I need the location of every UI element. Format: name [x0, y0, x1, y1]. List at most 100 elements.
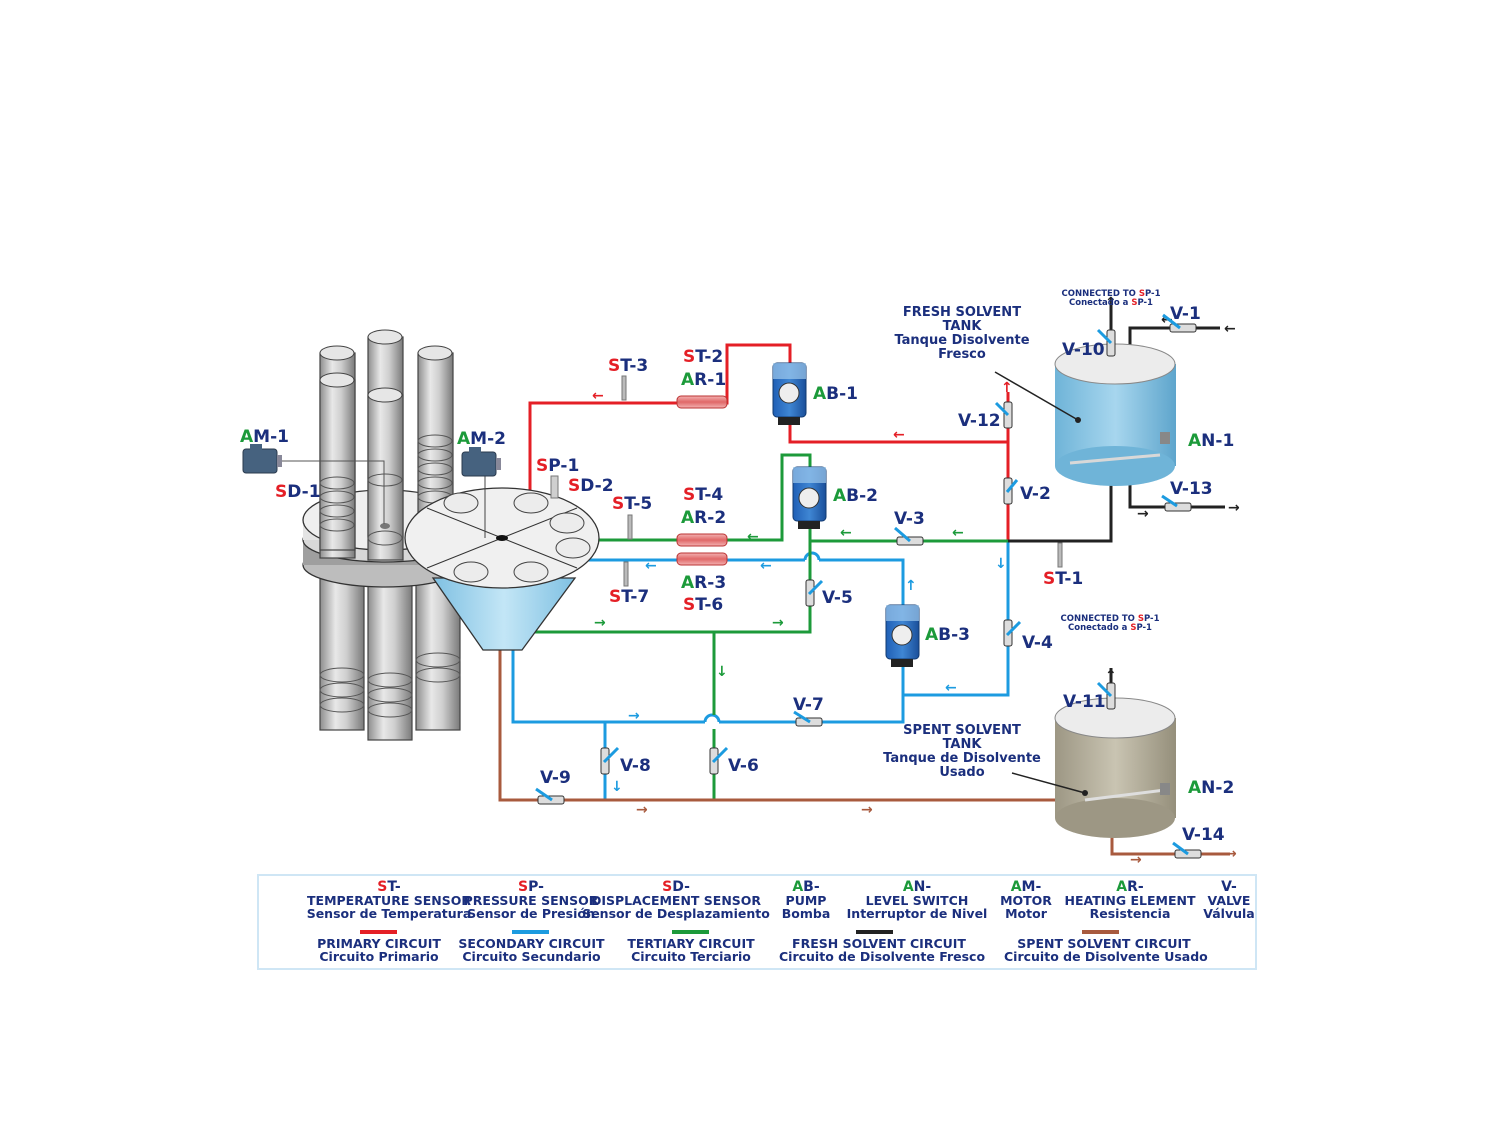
label-ar-3: AR-3 [681, 573, 726, 593]
legend-pump: AB- PUMP Bomba [781, 879, 831, 921]
spent-tank-title: SPENT SOLVENT TANK Tanque de Disolvente … [883, 723, 1041, 780]
motor-am-1 [242, 444, 282, 474]
pump-ab-1 [772, 362, 807, 425]
valve-v-13[interactable] [1161, 494, 1192, 512]
label-st-5: ST-5 [612, 494, 652, 514]
svg-text:CONNECTED TO SP-1: CONNECTED TO SP-1 [1061, 614, 1160, 624]
valve-v-9[interactable] [535, 787, 565, 805]
valve-v-1[interactable] [1162, 313, 1197, 333]
fresh-tank-title: FRESH SOLVENT TANK Tanque Disolvente Fre… [894, 305, 1029, 362]
label-v-1: V-1 [1170, 304, 1201, 324]
label-am-2: AM-2 [457, 429, 506, 449]
valve-v-5[interactable] [805, 579, 824, 607]
label-v-2: V-2 [1020, 484, 1051, 504]
svg-text:TANK: TANK [943, 737, 983, 752]
label-st-6: ST-6 [683, 595, 723, 615]
svg-text:↓: ↓ [611, 779, 623, 795]
label-am-1: AM-1 [240, 427, 289, 447]
label-an-2: AN-2 [1188, 778, 1234, 798]
label-ab-3: AB-3 [925, 625, 970, 645]
flow-arrows: ← ← ↑ ← ← ← → → ↓ ← ← ↑ ↓ ← → ↓ → → → → … [592, 295, 1240, 868]
label-ar-1: AR-1 [681, 370, 726, 390]
label-sd-2: SD-2 [568, 476, 614, 496]
label-v-5: V-5 [822, 588, 853, 608]
legend-heating-element: AR- HEATING ELEMENT Resistencia [1064, 879, 1196, 921]
valve-v-2[interactable] [1003, 477, 1019, 505]
svg-text:Conectado a SP-1: Conectado a SP-1 [1069, 298, 1153, 308]
svg-text:↑: ↑ [1105, 668, 1117, 684]
valve-v-6[interactable] [709, 746, 729, 775]
spent-solvent-tank[interactable] [1011, 697, 1176, 838]
fresh-solvent-tank[interactable] [994, 343, 1176, 486]
label-v-13: V-13 [1170, 479, 1213, 499]
label-st-7: ST-7 [609, 587, 649, 607]
legend-primary-line [360, 930, 397, 934]
label-st-1: ST-1 [1043, 569, 1083, 589]
valve-v-3[interactable] [894, 526, 924, 546]
legend-secondary-line [512, 930, 549, 934]
valve-v-11[interactable] [1096, 681, 1116, 710]
svg-text:→: → [772, 615, 784, 631]
svg-text:Conectado a SP-1: Conectado a SP-1 [1068, 623, 1152, 633]
sensor-probes [550, 375, 1063, 587]
valve-v-8[interactable] [600, 746, 620, 775]
svg-text:←: ← [592, 388, 604, 404]
label-v-8: V-8 [620, 756, 651, 776]
label-ab-2: AB-2 [833, 486, 878, 506]
spent-tank-connected-note: CONNECTED TO SP-1 Conectado a SP-1 [1061, 614, 1160, 633]
heater-ar-3 [676, 552, 728, 566]
label-sp-1: SP-1 [536, 456, 579, 476]
valve-v-14[interactable] [1172, 841, 1202, 859]
label-st-2: ST-2 [683, 347, 723, 367]
svg-text:CONNECTED TO SP-1: CONNECTED TO SP-1 [1062, 289, 1161, 299]
legend-motor: AM- MOTOR Motor [1000, 879, 1052, 921]
legend-temperature-sensor: ST- TEMPERATURE SENSOR Sensor de Tempera… [306, 879, 472, 921]
svg-text:Fresco: Fresco [938, 347, 986, 362]
valve-v-10[interactable] [1096, 328, 1116, 357]
label-v-14: V-14 [1182, 825, 1225, 845]
label-st-4: ST-4 [683, 485, 723, 505]
valve-v-7[interactable] [793, 710, 823, 727]
extractor-vessel [404, 457, 600, 651]
svg-text:↑: ↑ [1001, 380, 1013, 396]
legend-pressure-sensor: SP- PRESSURE SENSOR Sensor de Presión [463, 879, 599, 921]
legend-valve: V- VALVE Válvula [1203, 879, 1255, 921]
svg-text:←: ← [952, 525, 964, 541]
label-v-3: V-3 [894, 509, 925, 529]
label-v-11: V-11 [1063, 692, 1106, 712]
legend-displacement-sensor: SD- DISPLACEMENT SENSOR Sensor de Despla… [582, 879, 770, 921]
valve-v-12[interactable] [994, 401, 1013, 429]
svg-text:←: ← [747, 529, 759, 545]
label-v-10: V-10 [1062, 340, 1105, 360]
svg-text:←: ← [1224, 321, 1236, 337]
label-v-9: V-9 [540, 768, 571, 788]
legend-fresh-line [856, 930, 893, 934]
svg-text:↑: ↑ [1105, 295, 1117, 311]
label-v-12: V-12 [958, 411, 1001, 431]
svg-text:↓: ↓ [995, 556, 1007, 572]
legend: ST- TEMPERATURE SENSOR Sensor de Tempera… [257, 874, 1257, 970]
svg-text:→: → [594, 615, 606, 631]
svg-text:SPENT SOLVENT: SPENT SOLVENT [903, 723, 1021, 738]
svg-text:FRESH SOLVENT: FRESH SOLVENT [903, 305, 1021, 320]
svg-text:Tanque Disolvente: Tanque Disolvente [894, 333, 1029, 348]
valve-v-4[interactable] [1003, 619, 1022, 647]
svg-text:←: ← [1161, 312, 1173, 328]
pump-ab-3 [885, 604, 920, 667]
label-ab-1: AB-1 [813, 384, 858, 404]
heater-ar-2 [676, 533, 728, 547]
motor-am-2 [461, 447, 501, 477]
label-ar-2: AR-2 [681, 508, 726, 528]
svg-text:Tanque de Disolvente: Tanque de Disolvente [883, 751, 1041, 766]
label-sd-1: SD-1 [275, 482, 321, 502]
svg-text:TANK: TANK [943, 319, 983, 334]
svg-text:↓: ↓ [716, 664, 728, 680]
svg-text:Usado: Usado [939, 765, 984, 780]
valves [535, 313, 1202, 859]
